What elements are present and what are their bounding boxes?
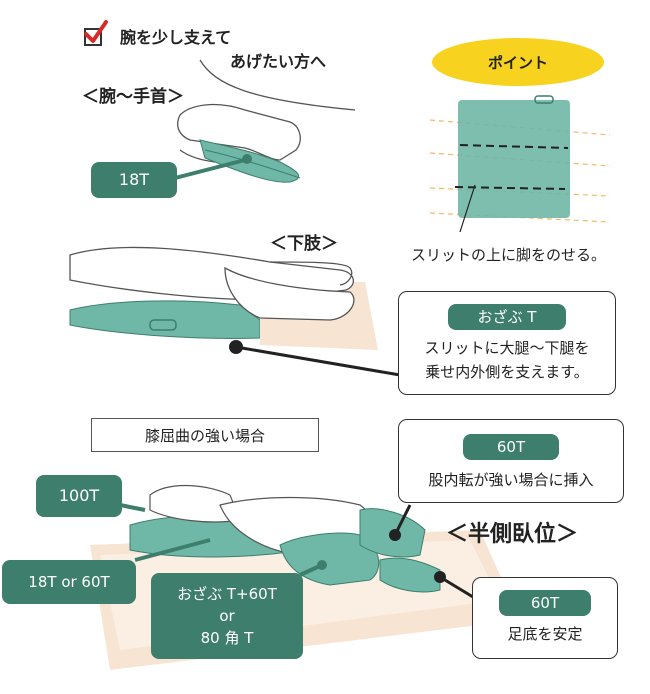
ozabu-line2: 乗せ内外側を支えます。: [425, 363, 589, 381]
callout-60t-foot-title: 60T: [499, 590, 591, 616]
point-cushion: [429, 95, 611, 233]
tag-combo: おざぶ T+60T or 80 角 T: [151, 573, 303, 659]
header-line1: 腕を少し支えて: [120, 28, 232, 47]
knee-label: 膝屈曲の強い場合: [144, 426, 265, 445]
callout-60t-hip: 60T 股内転が強い場合に挿入: [398, 419, 624, 503]
callout-60t-hip-title: 60T: [463, 434, 559, 460]
tag-combo-line1: おざぶ T+60T: [177, 585, 277, 603]
connector-18t-or-60t: [134, 538, 211, 562]
ozabu-title: おざぶ T: [448, 304, 566, 330]
callout-60t-foot: 60T 足底を安定: [472, 577, 618, 659]
tag-18t-or-60t: 18T or 60T: [2, 560, 136, 604]
arm-illustration: [177, 59, 356, 183]
connector-60t-foot: [439, 575, 479, 602]
tag-combo-line2: or: [219, 607, 235, 625]
check-icon: [84, 20, 108, 43]
leg-illustration: [69, 246, 378, 350]
arm-label: ＜腕～手首＞: [82, 87, 184, 107]
connector-ozabu: [235, 345, 401, 377]
tag-100t: 100T: [36, 475, 122, 517]
callout-60t-foot-text: 足底を安定: [507, 625, 583, 643]
header-line2: あげたい方へ: [230, 52, 327, 71]
point-caption: スリットの上に脚をのせる。: [411, 246, 607, 264]
tag-combo-line3: 80 角 T: [200, 629, 254, 647]
knee-label-box: 膝屈曲の強い場合: [91, 418, 319, 452]
side-lying-heading: ＜半側臥位＞: [446, 522, 579, 547]
connector-100t: [119, 503, 146, 512]
connector-18t: [174, 158, 246, 180]
ozabu-line1: スリットに大腿～下腿を: [424, 339, 590, 357]
ozabu-callout: おざぶ T スリットに大腿～下腿を 乗せ内外側を支えます。: [398, 291, 616, 395]
point-badge: ポイント: [432, 38, 604, 86]
callout-60t-hip-text: 股内転が強い場合に挿入: [428, 471, 594, 489]
tag-18t: 18T: [91, 162, 177, 198]
leg-label: ＜下肢＞: [270, 234, 338, 254]
